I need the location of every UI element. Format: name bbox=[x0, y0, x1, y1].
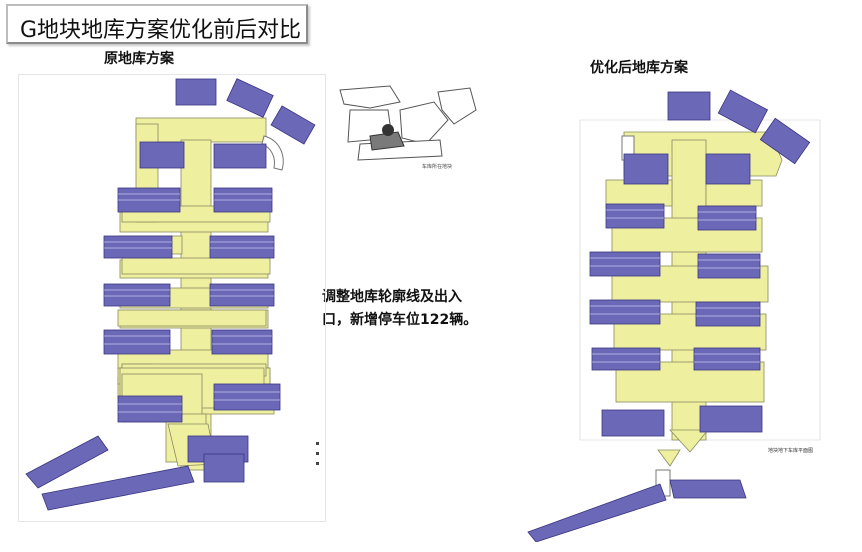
site-key-map: 车库所在地块 bbox=[330, 80, 482, 172]
optimized-plan-caption: 地块地下车库平面图 bbox=[768, 447, 813, 454]
key-map-caption: 车库所在地块 bbox=[422, 163, 452, 170]
optimized-buildings bbox=[527, 89, 811, 542]
optimized-garage-plan: 地块地下车库平面图 bbox=[520, 80, 858, 542]
right-plan-caption: 优化后地库方案 bbox=[590, 60, 688, 76]
left-plan-caption: 原地库方案 bbox=[104, 51, 174, 67]
original-ramp bbox=[261, 135, 284, 171]
change-note-line-1: 调整地库轮廓线及出入 bbox=[322, 289, 462, 305]
original-plan-marks bbox=[316, 442, 319, 465]
slide-title: G地块地库方案优化前后对比 bbox=[20, 18, 302, 43]
title-box: G地块地库方案优化前后对比 bbox=[6, 4, 308, 44]
optimized-garage-area bbox=[605, 131, 783, 467]
original-buildings bbox=[25, 78, 316, 511]
original-garage-plan bbox=[18, 74, 326, 522]
change-note-line-2: 口，新增停车位122辆。 bbox=[322, 312, 478, 328]
change-note: 调整地库轮廓线及出入 口，新增停车位122辆。 bbox=[322, 286, 512, 332]
